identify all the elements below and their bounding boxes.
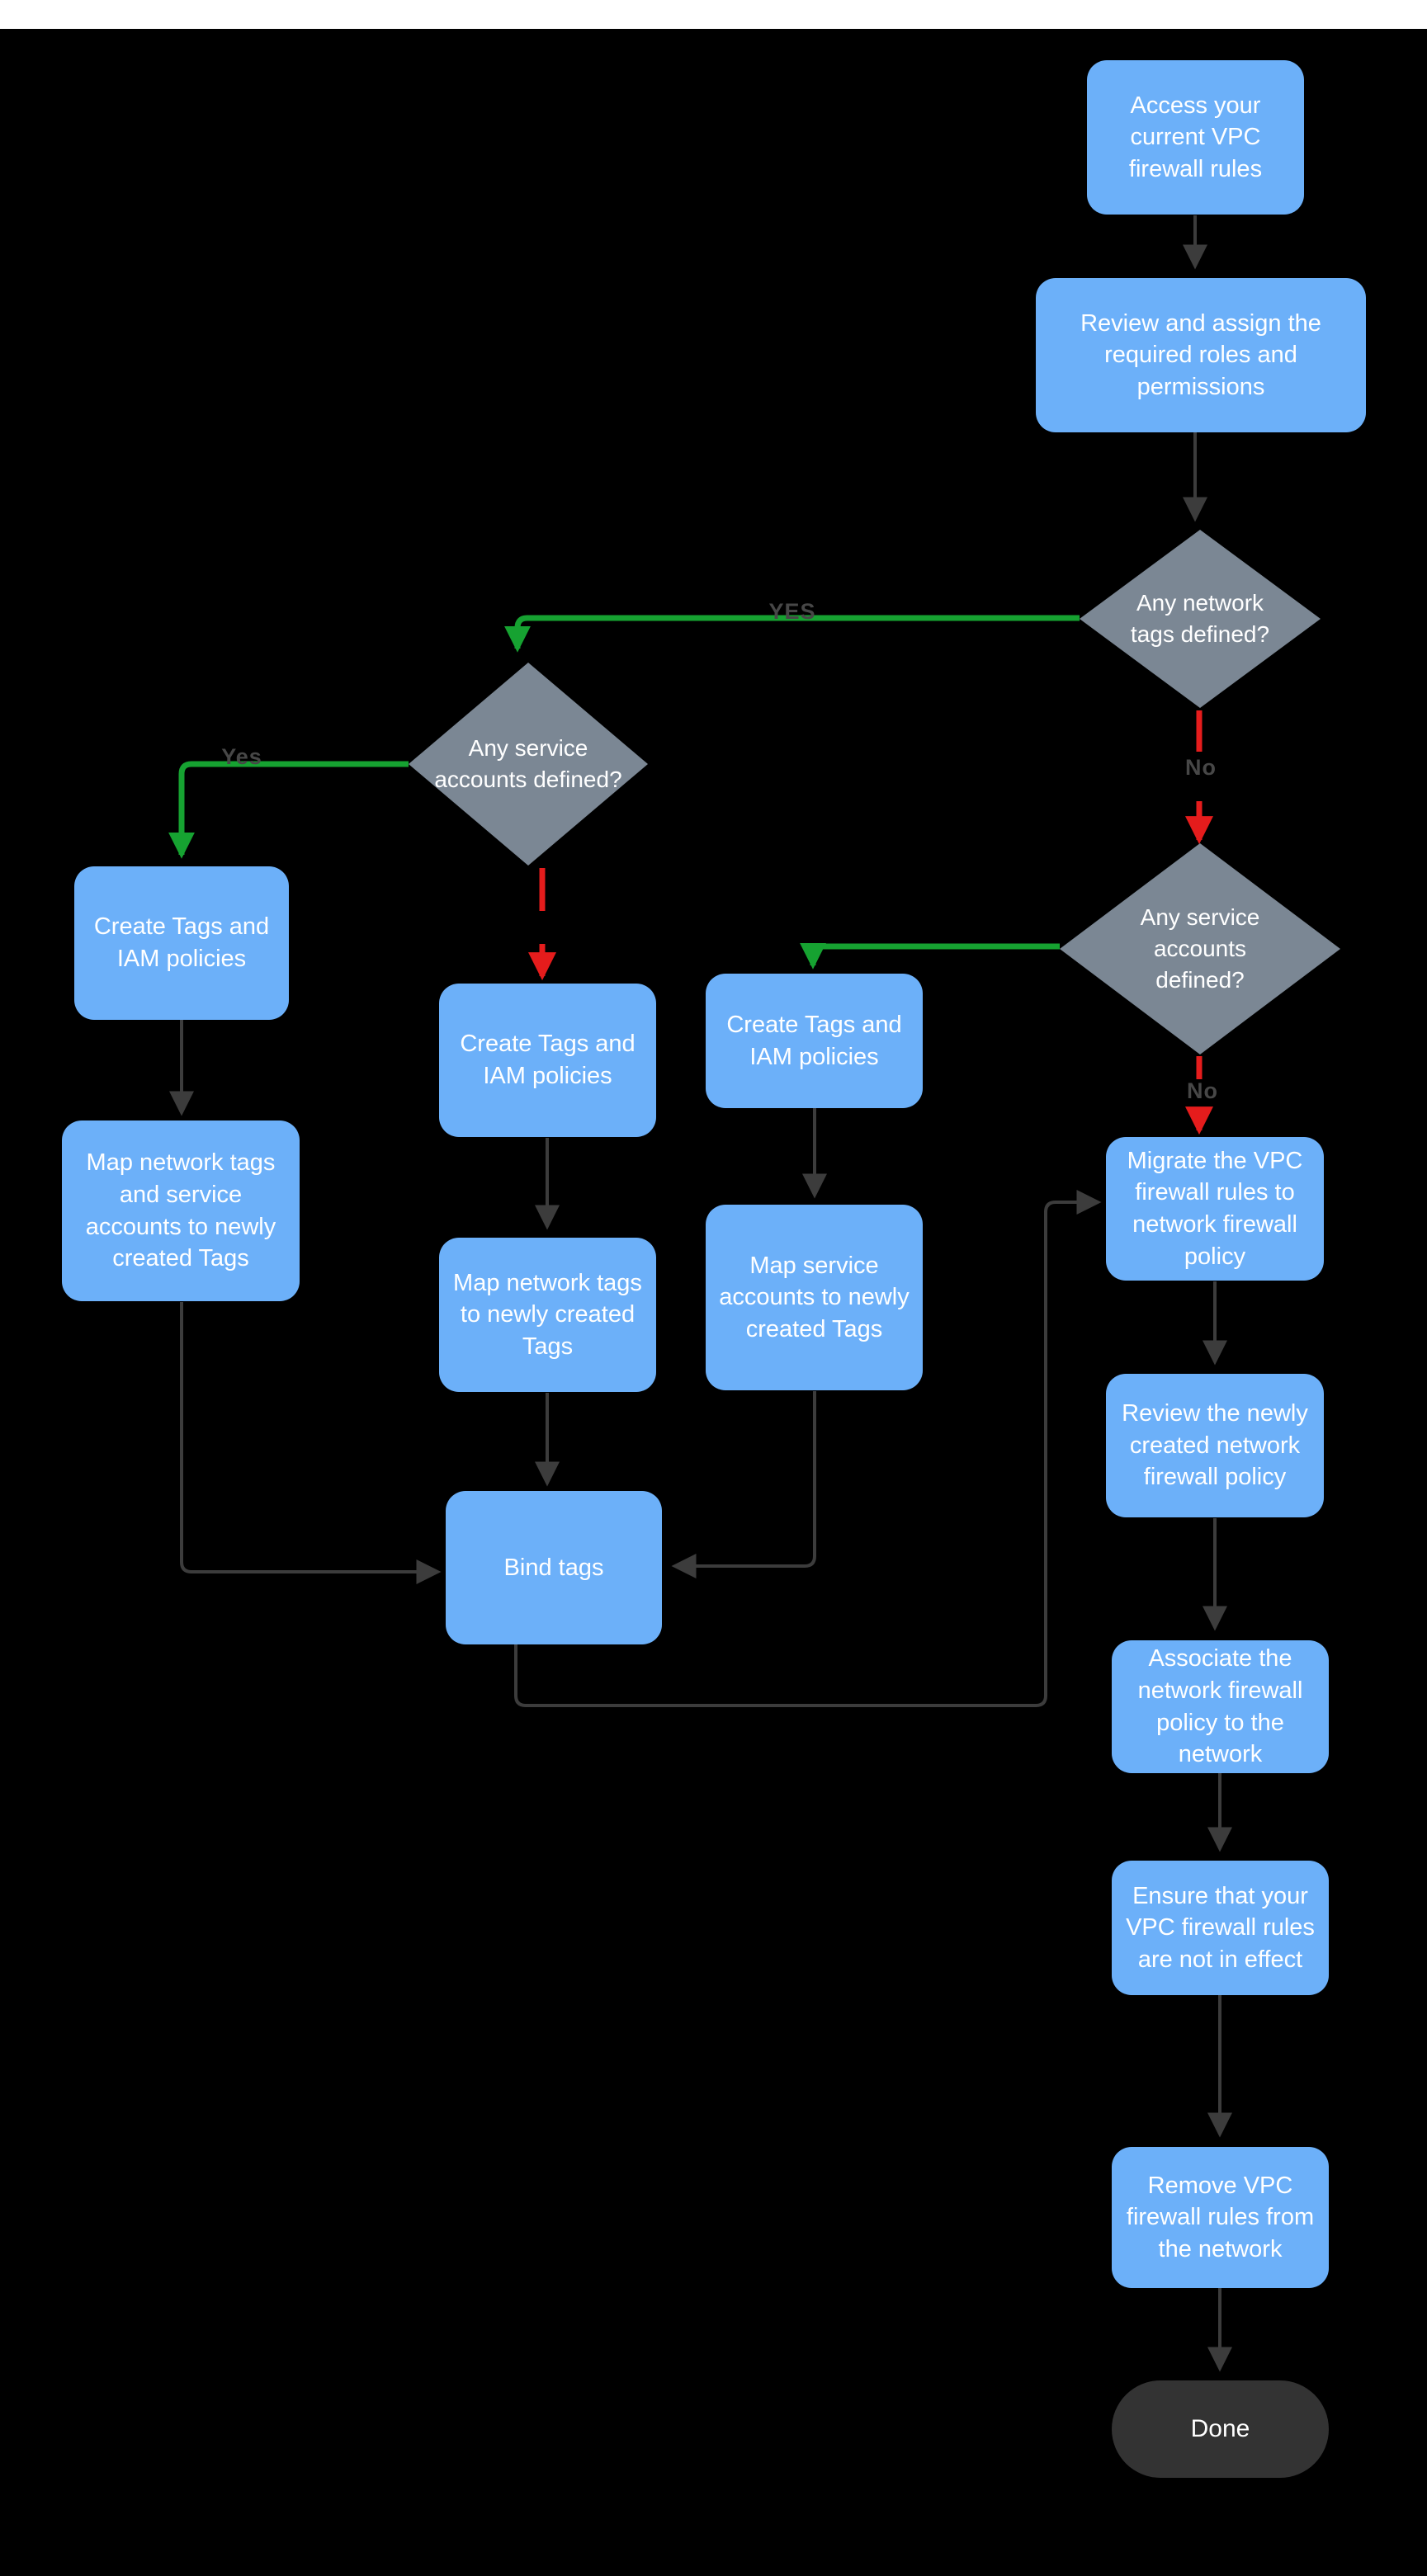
- node-bind-tags: Bind tags: [446, 1491, 662, 1644]
- decision-service-accounts-left-label: Any service accounts defined?: [434, 735, 622, 792]
- top-whitespace-strip: [0, 0, 1427, 29]
- node-migrate-vpc-rules: Migrate the VPC firewall rules to networ…: [1106, 1137, 1324, 1281]
- node-create-tags-right: Create Tags and IAM policies: [706, 974, 923, 1108]
- node-ensure-rules-not-in-effect: Ensure that your VPC firewall rules are …: [1112, 1861, 1329, 1995]
- edge-label-yes-network-tags: YES: [768, 599, 816, 624]
- edge-label-no-network-tags: No: [1185, 755, 1217, 780]
- node-map-network-tags-and-service-accounts: Map network tags and service accounts to…: [62, 1121, 300, 1301]
- edge-yes-service-accounts-right: [800, 942, 1060, 970]
- node-review-new-policy: Review the newly created network firewal…: [1106, 1374, 1324, 1517]
- node-remove-vpc-rules: Remove VPC firewall rules from the netwo…: [1112, 2147, 1329, 2288]
- edge-bind-to-migrate: [514, 1190, 1102, 1707]
- node-map-network-tags: Map network tags to newly created Tags: [439, 1238, 656, 1392]
- node-review-assign-roles: Review and assign the required roles and…: [1036, 278, 1366, 432]
- edge-map-right-to-bind: [671, 1391, 816, 1578]
- node-access-vpc-firewall-rules: Access your current VPC firewall rules: [1087, 60, 1304, 215]
- node-create-tags-middle: Create Tags and IAM policies: [439, 984, 656, 1137]
- decision-service-accounts-right-label: Any service accounts defined?: [1140, 904, 1260, 993]
- decision-network-tags-label: Any network tags defined?: [1130, 590, 1270, 647]
- edge-label-yes-service-accounts-left: Yes: [221, 744, 262, 769]
- edge-map-left-to-bind: [180, 1302, 442, 1584]
- edge-label-no-service-accounts-right: No: [1187, 1078, 1218, 1103]
- node-done-terminator: Done: [1112, 2380, 1329, 2478]
- edge-yes-service-accounts-left: [168, 761, 409, 859]
- node-map-service-accounts: Map service accounts to newly created Ta…: [706, 1205, 923, 1390]
- node-create-tags-left: Create Tags and IAM policies: [74, 866, 289, 1020]
- edge-yes-network-tags: [504, 615, 1080, 653]
- node-associate-policy: Associate the network firewall policy to…: [1112, 1640, 1329, 1773]
